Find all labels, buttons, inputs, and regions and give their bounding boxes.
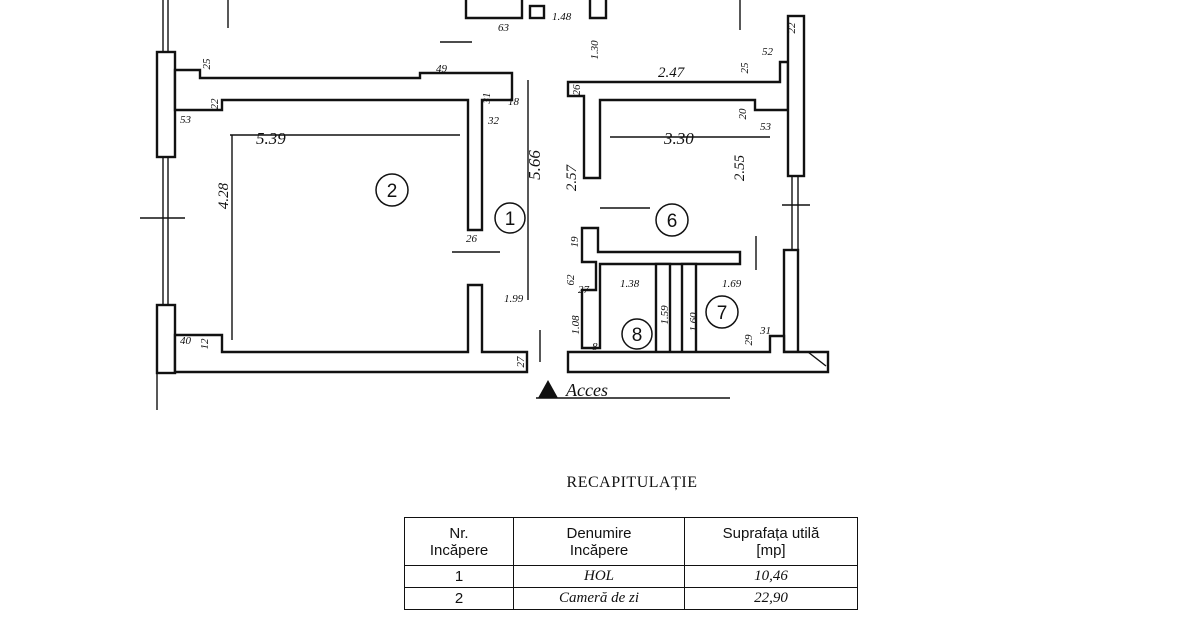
dim-label-255: 2.55 (732, 154, 748, 181)
dim-label-53-right: 53 (760, 121, 772, 133)
dim-label-8: 8 (592, 341, 598, 353)
dim-label-160: 1.60 (688, 312, 700, 332)
dim-label-52: 52 (762, 46, 774, 58)
dim-label-63: 63 (498, 22, 510, 34)
dim-label-428: 4.28 (216, 182, 232, 209)
room-2-bottom-wall (173, 283, 529, 374)
dim-label-49: 49 (436, 63, 448, 75)
dim-label-247: 2.47 (658, 65, 686, 81)
cell-area: 10,46 (684, 565, 858, 588)
dim-label-330: 3.30 (663, 129, 694, 148)
room-number-2: 2 (387, 181, 398, 202)
dim-label-20: 20 (737, 108, 749, 120)
right-exterior-wall-lower (782, 248, 800, 354)
dim-label-159: 1.59 (659, 305, 671, 325)
dim-label-32: 32 (487, 115, 500, 127)
room-number-1: 1 (505, 209, 516, 230)
room-2-top-wall (173, 68, 514, 232)
dim-label-12: 12 (199, 338, 211, 350)
dim-label-27-bottom: 27 (515, 356, 527, 368)
dim-label-25-left: 25 (201, 58, 213, 70)
room-number-7: 7 (717, 303, 728, 324)
cell-room-name: HOL (513, 565, 685, 588)
dim-label-19: 19 (569, 236, 581, 248)
recap-title: RECAPITULAȚIE (566, 474, 698, 491)
dim-label-169: 1.69 (722, 278, 742, 290)
dim-label-199: 1.99 (504, 293, 524, 305)
header-usable-area: Suprafața utilă [mp] (684, 517, 858, 566)
header-room-name: Denumire Incăpere (513, 517, 685, 566)
dim-label-27-room8: 27 (578, 284, 590, 296)
corner-line (807, 351, 827, 367)
table-row: 1 HOL 10,46 (404, 565, 858, 588)
top-wall-pier (528, 4, 546, 20)
dim-label-148: 1.48 (552, 11, 572, 23)
left-exterior-wall-upper (155, 50, 177, 159)
dim-label-40: 40 (180, 335, 192, 347)
bottom-wall-right (566, 334, 830, 374)
dim-label-130: 1.30 (589, 40, 601, 60)
top-wall-fragment-right (588, 0, 608, 20)
room-8-walls (580, 226, 742, 350)
room-number-6: 6 (667, 211, 678, 232)
header-room-number: Nr. Incăpere (404, 517, 514, 566)
dim-label-108: 1.08 (570, 315, 582, 335)
dim-label-566: 5.66 (525, 150, 544, 180)
dim-label-26-hall: 26 (466, 233, 478, 245)
dim-label-31-room7: 31 (759, 325, 771, 337)
access-arrow-icon (538, 380, 558, 398)
dim-label-22-left: 22 (209, 98, 221, 110)
room-marker-6: 6 (655, 203, 689, 237)
room-marker-7: 7 (705, 295, 739, 329)
dim-label-53-left: 53 (180, 114, 192, 126)
cell-room-number: 1 (404, 565, 514, 588)
dim-label-138: 1.38 (620, 278, 640, 290)
dim-label-31-top: 31 (481, 93, 493, 105)
right-exterior-wall (786, 14, 806, 178)
dim-label-539: 5.39 (256, 129, 286, 148)
room-number-8: 8 (632, 325, 643, 346)
table-row: 2 Cameră de zi 22,90 (404, 587, 858, 610)
dim-label-257: 2.57 (564, 163, 580, 191)
dim-label-62: 62 (565, 274, 577, 286)
cell-room-name: Cameră de zi (513, 587, 685, 610)
top-wall-fragment-left (464, 0, 524, 20)
dim-label-22-right: 22 (786, 22, 798, 34)
recap-header-row: Nr. Incăpere Denumire Incăpere Suprafața… (404, 517, 858, 566)
dim-label-25-right: 25 (739, 62, 751, 74)
access-label: Acces (565, 380, 608, 400)
cell-room-number: 2 (404, 587, 514, 610)
dim-label-26-room6: 26 (571, 84, 583, 96)
wall-room-7-left (680, 262, 698, 356)
room-6-top-wall (566, 60, 790, 180)
room-marker-1: 1 (494, 202, 526, 234)
dim-label-29: 29 (743, 334, 755, 346)
dim-label-18: 18 (508, 96, 520, 108)
recap-table: Nr. Incăpere Denumire Incăpere Suprafața… (404, 517, 858, 610)
cell-area: 22,90 (684, 587, 858, 610)
left-exterior-wall-lower (155, 303, 177, 375)
room-marker-2: 2 (375, 173, 409, 207)
room-marker-8: 8 (621, 318, 653, 350)
